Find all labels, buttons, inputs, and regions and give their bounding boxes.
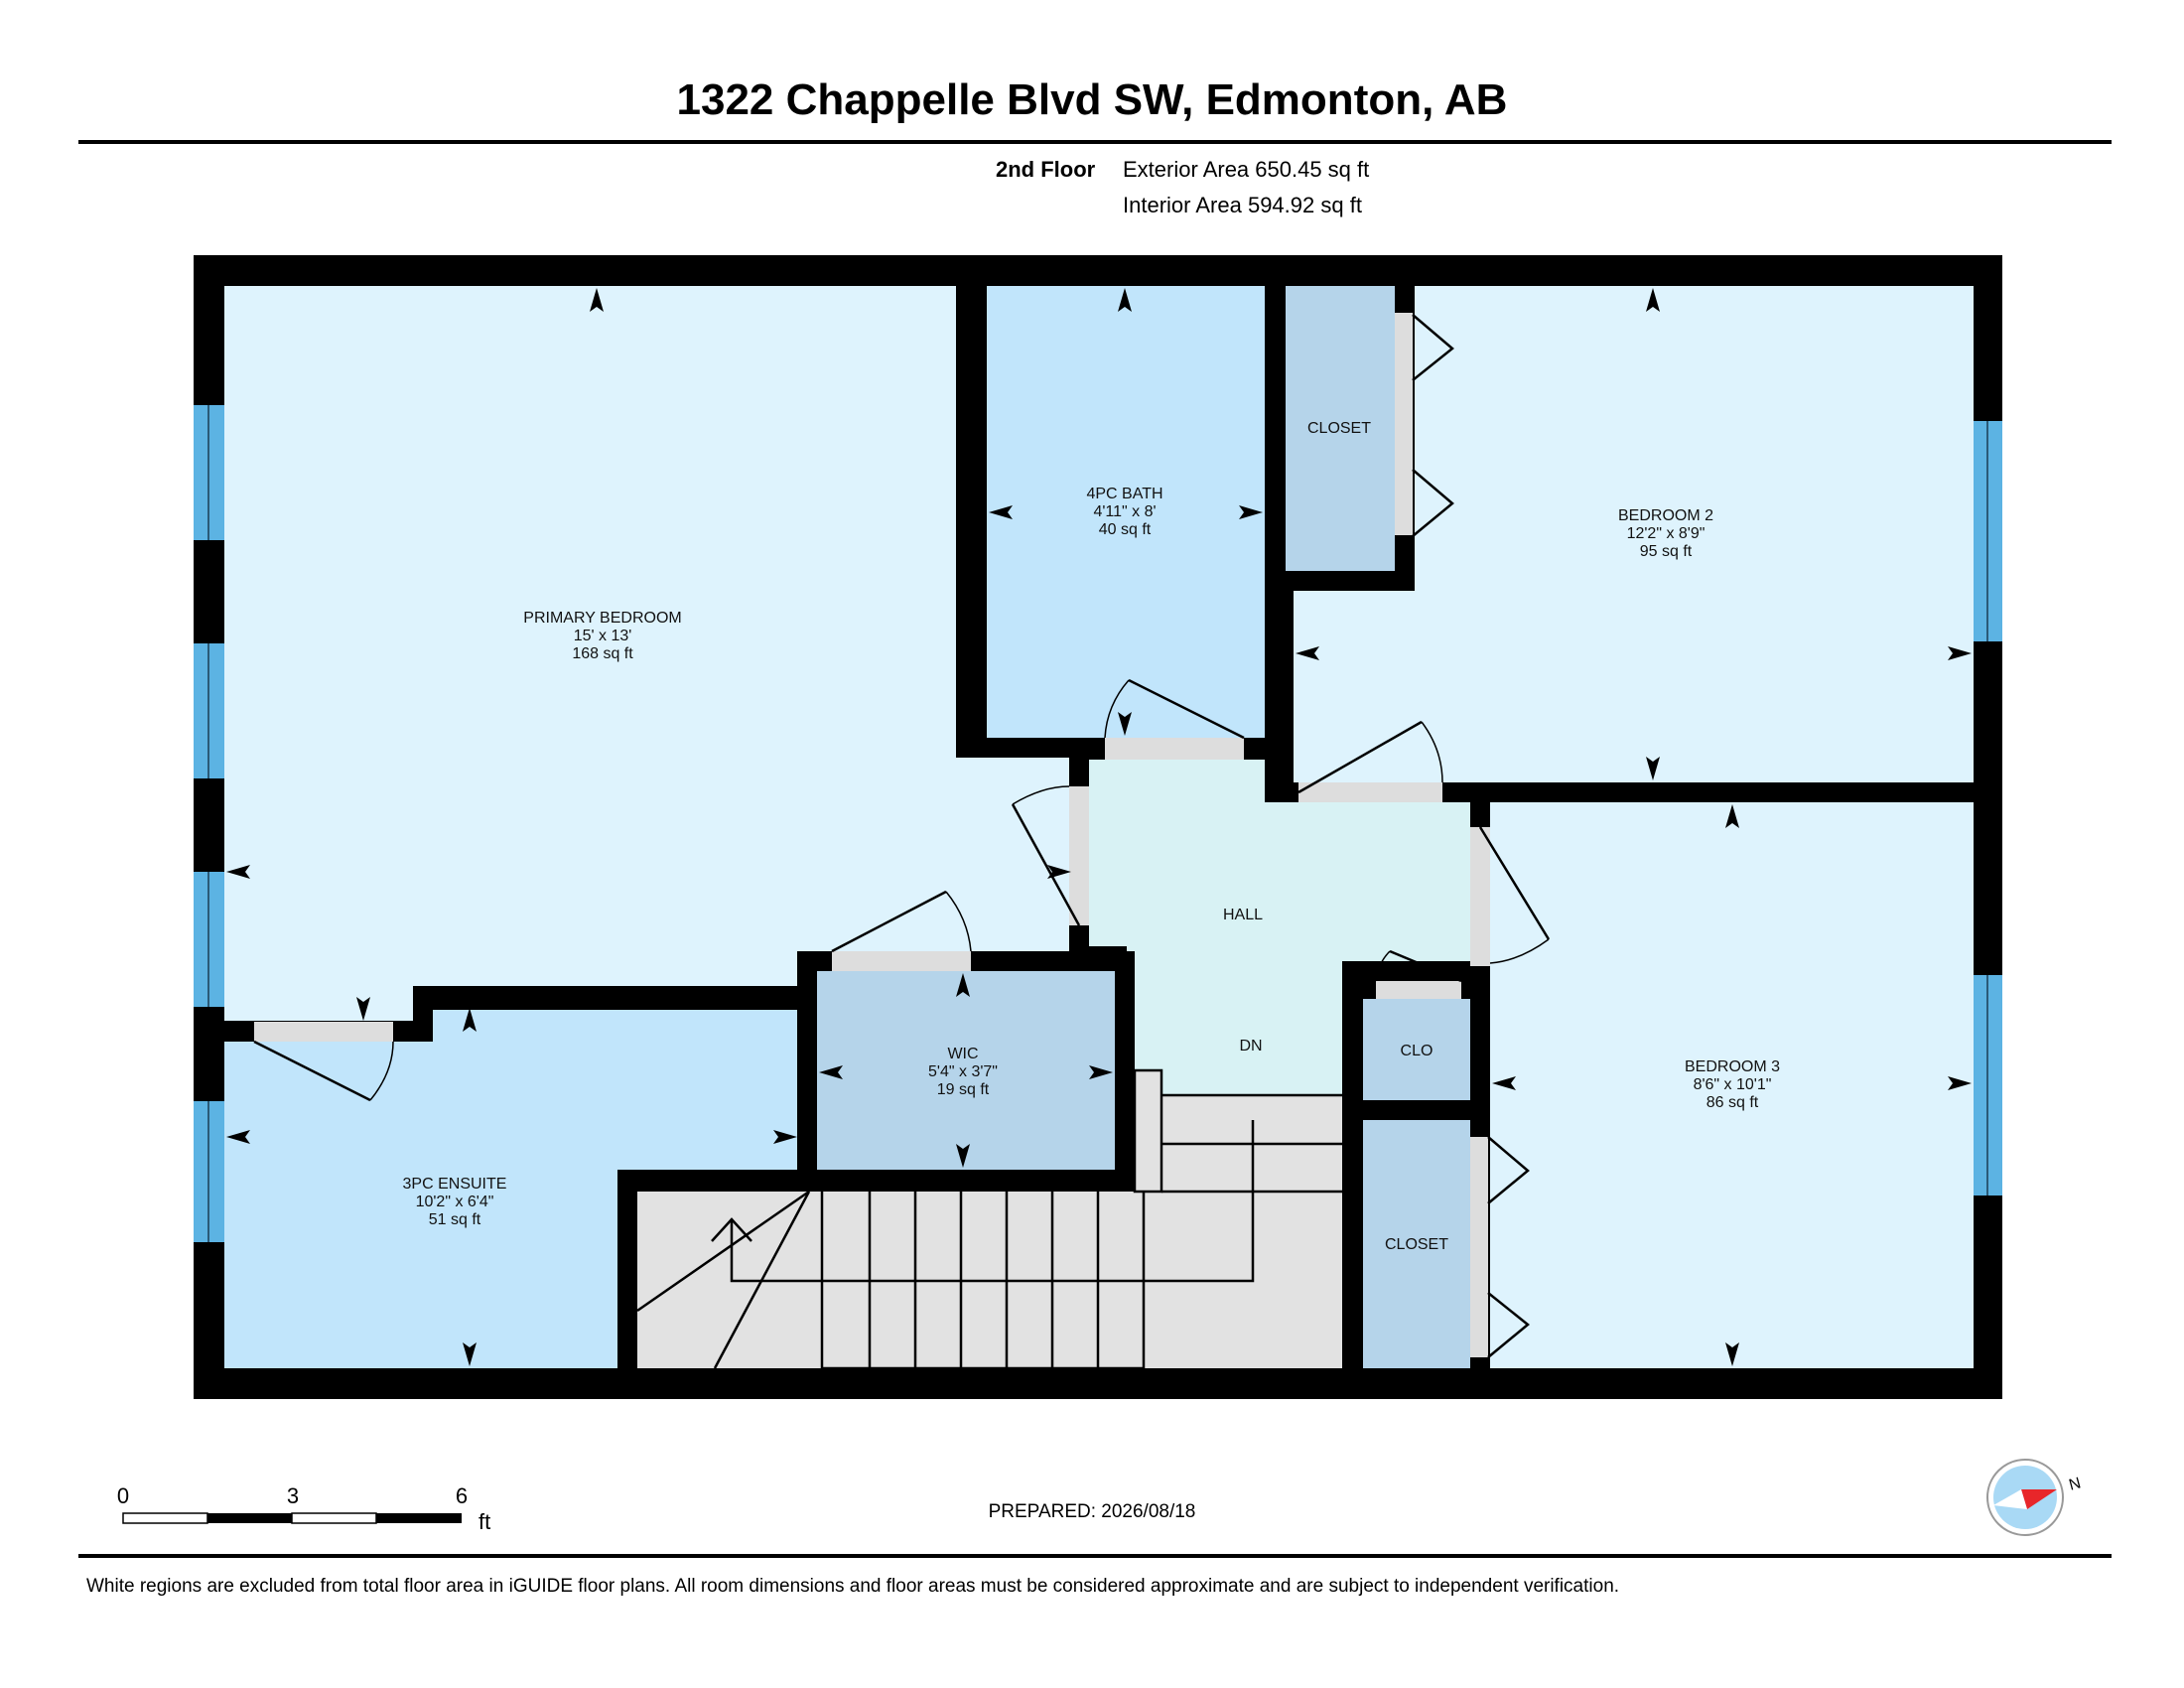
bedroom2-door-arc [1421, 721, 1443, 783]
closet-bottom-area [1363, 1120, 1470, 1368]
bath-4pc-name: 4PC BATH [1086, 486, 1162, 502]
stair-diagonal-1 [636, 1190, 810, 1313]
dn-label: DN [1239, 1038, 1262, 1055]
bedroom-3-area-text: 86 sq ft [1706, 1094, 1759, 1111]
closet-top-bifold-1 [1412, 314, 1454, 381]
clo-name: CLO [1401, 1043, 1433, 1059]
wic-area-text: 19 sq ft [937, 1081, 990, 1098]
closet-bottom-bifold-1 [1487, 1136, 1530, 1204]
clo-door-leaf [1389, 949, 1462, 983]
ensuite-door-arc [369, 1041, 394, 1101]
window [194, 1101, 224, 1242]
floor-label: 2nd Floor [996, 157, 1096, 182]
ensuite-name: 3PC ENSUITE [403, 1176, 507, 1193]
primary-door-arc [1012, 785, 1070, 805]
bedroom-2-area-text: 95 sq ft [1640, 543, 1693, 560]
scale-unit: ft [478, 1509, 490, 1534]
closet-top-name: CLOSET [1307, 420, 1371, 437]
primary-door-leaf [1011, 803, 1081, 926]
header-rule [78, 140, 2112, 144]
wic-area [817, 971, 1115, 1170]
window [194, 405, 224, 540]
window [194, 643, 224, 778]
primary-bedroom-area-text: 168 sq ft [572, 645, 633, 662]
bedroom2-door-leaf [1297, 720, 1423, 794]
bedroom3-door-arc [1489, 938, 1550, 964]
interior-walls [224, 286, 1974, 1368]
bath-4pc-area [987, 286, 1265, 738]
windows [194, 405, 2002, 1242]
bath-door-arc [1104, 679, 1130, 739]
room-labels: PRIMARY BEDROOM 15' x 13' 168 sq ft 4PC … [403, 420, 1781, 1253]
primary-bedroom-dims: 15' x 13' [574, 628, 632, 644]
closet-bottom-bifold-2 [1487, 1292, 1530, 1358]
wic-door-leaf [831, 890, 947, 953]
bedroom3-door-leaf [1478, 826, 1551, 940]
prepared-date: PREPARED: 2026/08/18 [988, 1501, 1196, 1522]
bedroom-2-dims: 12'2" x 8'9" [1627, 525, 1706, 542]
bedroom-3-dims: 8'6" x 10'1" [1694, 1076, 1772, 1093]
compass-icon: N [1986, 1459, 2083, 1536]
scale-label-6: 6 [456, 1483, 468, 1508]
bath-4pc-dims: 4'11" x 8' [1093, 503, 1156, 520]
stair-path [730, 1120, 1255, 1283]
primary-bedroom-name: PRIMARY BEDROOM [523, 610, 681, 627]
wic-name: WIC [947, 1046, 978, 1062]
address-title: 1322 Chappelle Blvd SW, Edmonton, AB [676, 75, 1508, 124]
window [1974, 975, 2002, 1196]
closet-bottom-name: CLOSET [1385, 1236, 1448, 1253]
stair-direction-arrow [711, 1217, 752, 1242]
interior-area: Interior Area 594.92 sq ft [1123, 193, 1362, 217]
hall-name: HALL [1223, 907, 1263, 923]
scale-label-0: 0 [117, 1483, 129, 1508]
window [194, 872, 224, 1007]
compass-north-label: N [2067, 1475, 2083, 1493]
ensuite-door-leaf [253, 1040, 371, 1102]
bedroom-2-area [1294, 286, 1974, 782]
door-swings [253, 314, 1551, 1358]
closet-top-bifold-2 [1412, 469, 1454, 537]
bath-4pc-area-text: 40 sq ft [1099, 521, 1152, 538]
scale-label-3: 3 [287, 1483, 299, 1508]
footer-rule [78, 1554, 2112, 1558]
disclaimer: White regions are excluded from total fl… [86, 1576, 1620, 1597]
door-openings [254, 313, 1490, 1357]
scale-bar: 0 3 6 ft [117, 1483, 490, 1534]
hall-area [1089, 760, 1474, 1095]
stair-area [637, 1095, 1342, 1368]
ensuite-area-text: 51 sq ft [429, 1211, 481, 1228]
window [1974, 421, 2002, 641]
stairs [636, 1068, 1342, 1370]
clo-door-arc [1375, 950, 1391, 982]
stair-top-step [1133, 1068, 1163, 1194]
bedroom-2-name: BEDROOM 2 [1618, 507, 1713, 524]
bedroom-3-area [1490, 802, 1974, 1368]
bedroom-3-name: BEDROOM 3 [1685, 1058, 1780, 1075]
ensuite-dims: 10'2" x 6'4" [416, 1194, 494, 1210]
closet-top-area [1286, 286, 1395, 571]
dimension-markers [226, 288, 1972, 1366]
clo-area [1363, 999, 1470, 1100]
bath-door-leaf [1128, 678, 1245, 740]
wic-door-arc [945, 891, 972, 952]
wic-dims: 5'4" x 3'7" [928, 1063, 998, 1080]
exterior-area: Exterior Area 650.45 sq ft [1123, 157, 1370, 182]
primary-bedroom-area [224, 286, 1077, 1021]
